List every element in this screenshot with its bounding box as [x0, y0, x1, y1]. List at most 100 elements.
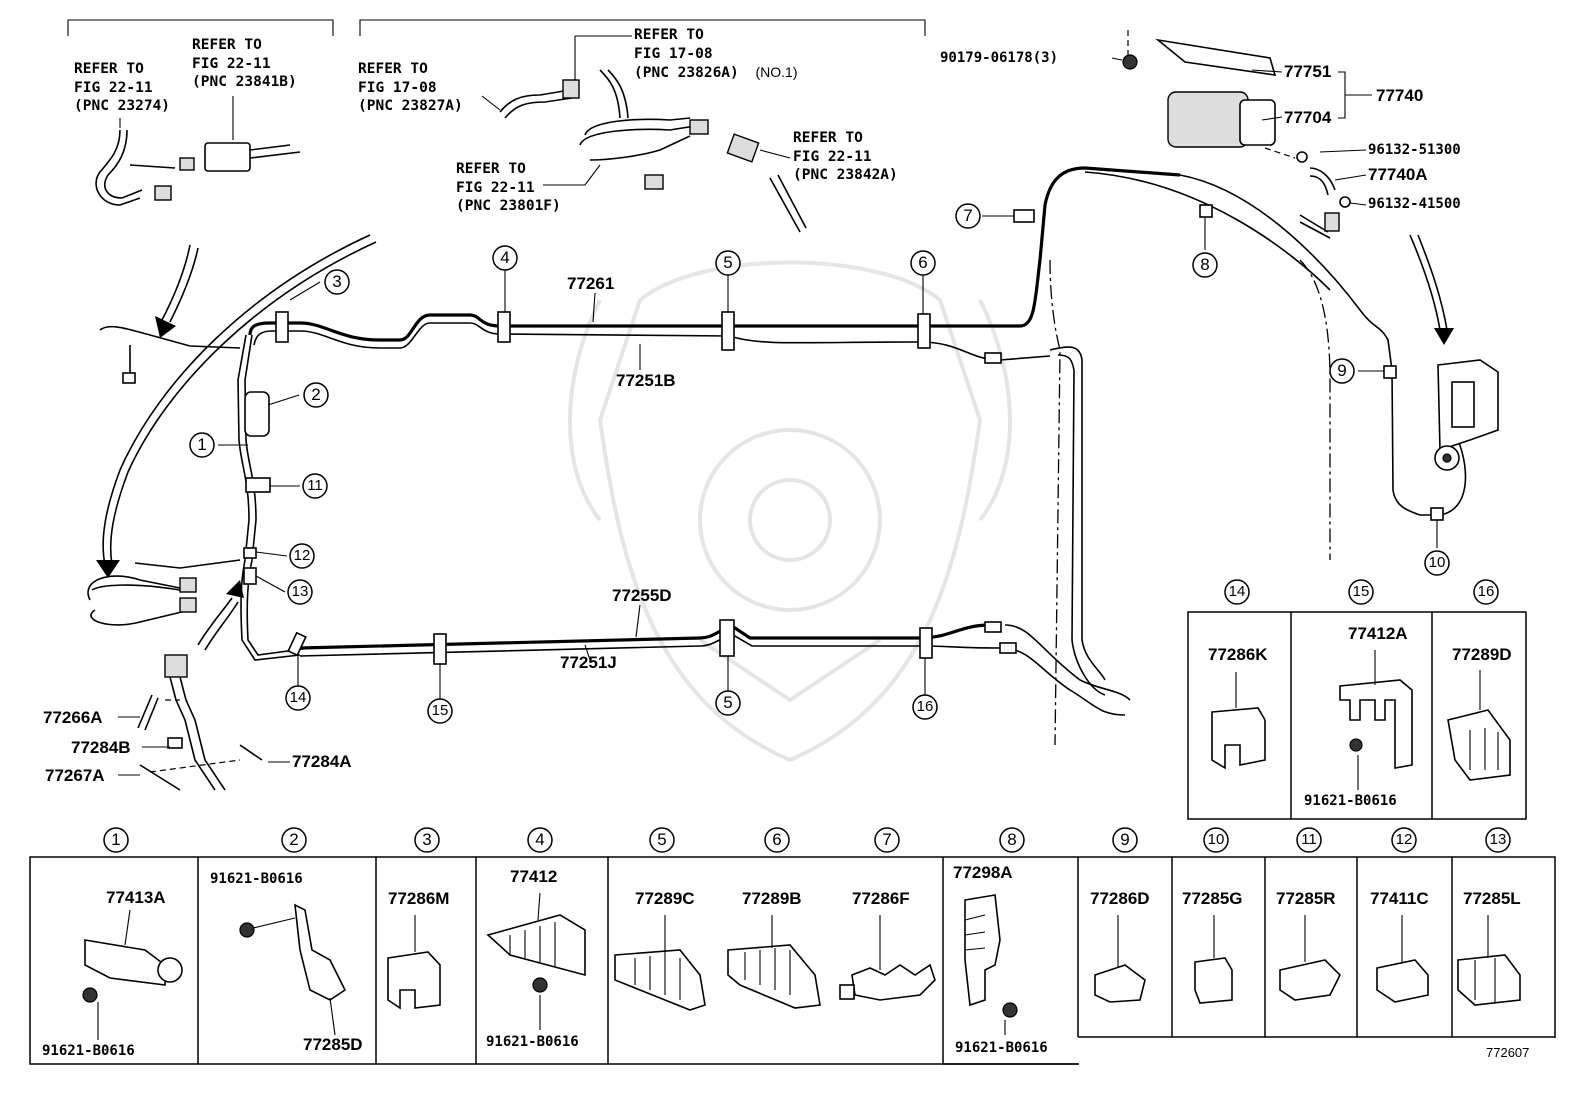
detail-num-2: 2	[289, 830, 299, 849]
callout-11: 11	[307, 477, 323, 494]
detail-right-num-16: 16	[1477, 583, 1495, 600]
ref-block-3: REFER TO FIG 17-08 (PNC 23827A)	[358, 62, 463, 114]
ref-block-6: REFER TO FIG 22-11 (PNC 23842A)	[793, 131, 898, 183]
detail-num-8: 8	[1007, 830, 1017, 849]
ref4-line2: FIG 17-08	[634, 45, 713, 62]
ref1-line3: (PNC 23274)	[74, 98, 171, 114]
callout-16: 16	[916, 698, 934, 715]
detail-part-77285L: 77285L	[1463, 889, 1521, 908]
ref3-line1: REFER TO	[358, 61, 428, 77]
detail-right-num-15: 15	[1352, 583, 1370, 600]
ref3-line3: (PNC 23827A)	[358, 98, 463, 114]
top-left-parts	[95, 129, 301, 206]
clamps	[243, 204, 1444, 665]
lower-line-77255D	[299, 346, 1131, 716]
watermark-logo	[568, 260, 1012, 763]
centerline-right	[1299, 259, 1331, 560]
callout-7: 7	[963, 206, 973, 225]
ref4-line1: REFER TO	[634, 27, 704, 43]
lower-left-assembly	[87, 559, 241, 626]
ref2-line3: (PNC 23841B)	[192, 74, 297, 90]
callout-5-lower: 5	[723, 693, 733, 712]
detail-num-7: 7	[882, 830, 892, 849]
detail-part-77285R: 77285R	[1276, 889, 1336, 908]
group-bracket-left	[67, 19, 334, 36]
part-96132-41500: 96132-41500	[1368, 196, 1461, 212]
ref-block-5: REFER TO FIG 22-11 (PNC 23801F)	[456, 162, 561, 214]
callout-1: 1	[197, 435, 207, 454]
callout-4: 4	[500, 248, 510, 267]
detail-part-77298A: 77298A	[953, 863, 1013, 882]
hose-fitting	[122, 372, 136, 384]
front-hose-left	[99, 325, 241, 349]
callout-9: 9	[1337, 361, 1347, 380]
line-to-canister	[1179, 174, 1467, 516]
detail-num-1: 1	[111, 830, 121, 849]
part-77261: 77261	[567, 274, 615, 293]
detail-part-77286F: 77286F	[852, 889, 910, 908]
group-bracket-center	[359, 19, 926, 36]
ref3-line2: FIG 17-08	[358, 79, 437, 96]
upper-line-77261	[248, 166, 1181, 361]
arrows	[96, 234, 1454, 651]
detail-part-77412A: 77412A	[1348, 624, 1408, 643]
detail-num-9: 9	[1120, 830, 1130, 849]
part-77704: 77704	[1284, 108, 1332, 127]
ref4-note: (NO.1)	[755, 64, 798, 80]
detail-bolt-8: 91621-B0616	[955, 1040, 1048, 1056]
leader-lines	[118, 35, 1438, 776]
detail-num-3: 3	[422, 830, 432, 849]
detail-box-bottom-border-fix	[943, 1038, 1557, 1066]
part-77251J: 77251J	[560, 653, 617, 672]
callout-14: 14	[289, 689, 307, 706]
part-77284A: 77284A	[292, 752, 352, 771]
ref2-line2: FIG 22-11	[192, 55, 271, 72]
left-vertical-lines	[237, 334, 311, 661]
ref-block-4: REFER TO FIG 17-08 (PNC 23826A) (NO.1)	[634, 28, 798, 81]
part-77255D: 77255D	[612, 586, 672, 605]
callout-2: 2	[311, 385, 321, 404]
part-77751: 77751	[1284, 62, 1332, 81]
ref2-line1: REFER TO	[192, 37, 262, 53]
ref1-line2: FIG 22-11	[74, 79, 153, 96]
part-90179: 90179-06178(3)	[940, 50, 1059, 66]
ref5-line1: REFER TO	[456, 161, 526, 177]
line-parallel	[1084, 171, 1331, 291]
part-96132-51300: 96132-51300	[1368, 142, 1461, 158]
callout-15: 15	[431, 702, 449, 719]
ref1-line1: REFER TO	[74, 61, 144, 77]
detail-part-77289D: 77289D	[1452, 645, 1512, 664]
part-77251B: 77251B	[616, 371, 676, 390]
detail-part-77412: 77412	[510, 867, 558, 886]
ref6-line2: FIG 22-11	[793, 148, 872, 165]
callout-circles	[189, 203, 1450, 724]
callout-5-upper: 5	[723, 253, 733, 272]
rear-mount	[1434, 359, 1499, 471]
detail-part-77285D: 77285D	[303, 1035, 363, 1054]
detail-num-6: 6	[772, 830, 782, 849]
ref4-line3: (PNC 23826A)	[634, 65, 739, 81]
detail-num-5: 5	[657, 830, 667, 849]
detail-right-num-14: 14	[1228, 583, 1246, 600]
detail-part-77289C: 77289C	[635, 889, 695, 908]
detail-bolt-4: 91621-B0616	[486, 1034, 579, 1050]
detail-callout-circles	[103, 579, 1511, 853]
detail-part-77411C: 77411C	[1370, 889, 1429, 908]
detail-part-77286D: 77286D	[1090, 889, 1150, 908]
detail-part-77286M: 77286M	[388, 889, 450, 908]
callout-13: 13	[291, 583, 309, 600]
part-77267A: 77267A	[45, 766, 105, 785]
detail-num-13: 13	[1489, 831, 1507, 848]
detail-num-11: 11	[1301, 831, 1317, 848]
callout-10: 10	[1428, 554, 1446, 571]
bottom-left-parts	[137, 654, 263, 791]
detail-part-drawings	[82, 650, 1521, 1040]
ref5-line2: FIG 22-11	[456, 179, 535, 196]
ref-block-1: REFER TO FIG 22-11 (PNC 23274)	[74, 62, 170, 114]
detail-part-77413A: 77413A	[106, 888, 166, 907]
detail-part-77286K: 77286K	[1208, 645, 1268, 664]
part-77266A: 77266A	[43, 708, 103, 727]
callout-6: 6	[918, 253, 928, 272]
